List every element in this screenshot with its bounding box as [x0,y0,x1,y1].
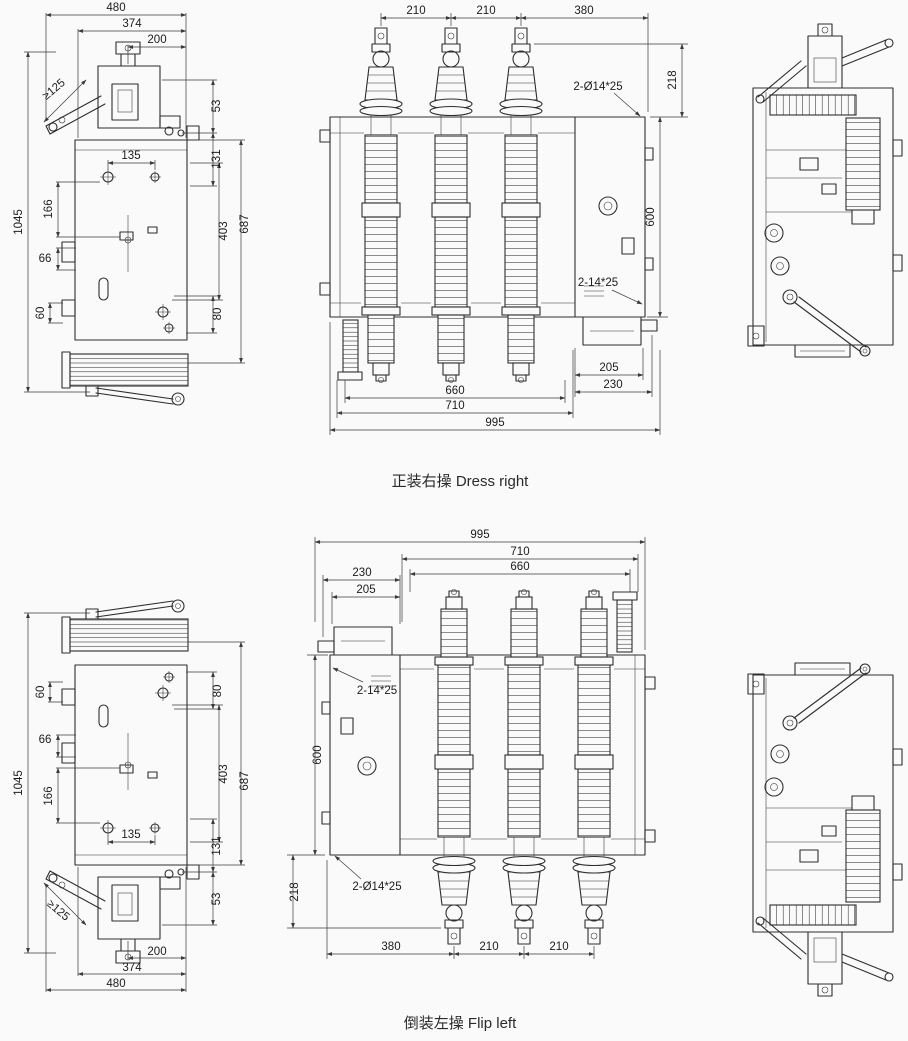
front-view-flip-left [287,537,655,959]
dim-600-bottom: 600 [312,745,324,764]
dim-480-bottom: 480 [106,978,125,990]
dim-218-bottom: 218 [289,882,301,901]
dim-210b-top: 210 [476,5,495,17]
dim-53-bottom: 53 [211,893,223,906]
dim-125-top: ≥125 [40,77,67,103]
holes-top-callout-bottom: 2-Ø14*25 [352,881,401,893]
dim-80-top: 80 [212,308,224,321]
dim-53-top: 53 [211,100,223,113]
dim-230-bottom: 230 [352,567,371,579]
dim-660-top: 660 [445,385,464,397]
dim-230-top: 230 [603,379,622,391]
dim-205-bottom: 205 [356,584,375,596]
mechanism-view-dress-right [747,23,903,358]
side-view-flip-left [24,600,245,992]
caption-dress-right: 正装右操 Dress right [392,473,530,490]
dim-205-top: 205 [599,362,618,374]
dim-166-bottom: 166 [43,786,55,805]
dim-166-top: 166 [43,199,55,218]
dim-687-bottom: 687 [239,771,251,790]
dim-60-top: 60 [35,307,47,320]
dim-374-bottom: 374 [122,962,142,974]
holes-side-callout-bottom: 2-14*25 [357,685,397,697]
dim-600-top: 600 [645,207,657,226]
dim-135-bottom: 135 [121,829,140,841]
dim-131-bottom: 131 [211,836,223,855]
dim-125-bottom: ≥125 [44,898,71,924]
dim-200-top: 200 [147,34,166,46]
dim-380-bottom: 380 [381,941,400,953]
dim-218-top: 218 [667,70,679,89]
dim-480-top: 480 [106,2,125,14]
front-view-dress-right [320,13,688,435]
dim-1045-bottom: 1045 [13,770,25,796]
dim-995-top: 995 [485,417,504,429]
dim-60-bottom: 60 [35,686,47,699]
dim-131-top: 131 [211,149,223,168]
side-view-dress-right [24,13,245,405]
holes-side-callout-top: 2-14*25 [578,277,618,289]
dim-210a-bottom: 210 [549,941,568,953]
dim-210a-top: 210 [406,5,425,17]
dim-710-top: 710 [445,400,464,412]
dim-660-bottom: 660 [510,561,529,573]
dim-995-bottom: 995 [470,529,489,541]
holes-top-callout-top: 2-Ø14*25 [573,81,622,93]
section-flip-left: 480 374 200 ≥125 1045 135 166 66 60 53 1… [13,529,903,1032]
caption-flip-left: 倒装左操 Flip left [404,1015,517,1032]
dim-1045-top: 1045 [13,209,25,235]
dim-135-top: 135 [121,150,140,162]
dim-710-bottom: 710 [510,546,529,558]
dim-403-bottom: 403 [218,764,230,783]
dim-374-top: 374 [122,18,142,30]
dim-687-top: 687 [239,214,251,233]
dim-380-top: 380 [574,5,593,17]
dim-210b-bottom: 210 [479,941,498,953]
dim-403-top: 403 [218,221,230,240]
dim-200-bottom: 200 [147,946,166,958]
mechanism-view-flip-left [747,662,903,997]
dim-66-top: 66 [39,253,52,265]
dim-66-bottom: 66 [39,734,52,746]
dim-80-bottom: 80 [212,685,224,698]
section-dress-right: 480 374 200 ≥125 1045 135 166 66 60 53 1… [13,2,903,490]
